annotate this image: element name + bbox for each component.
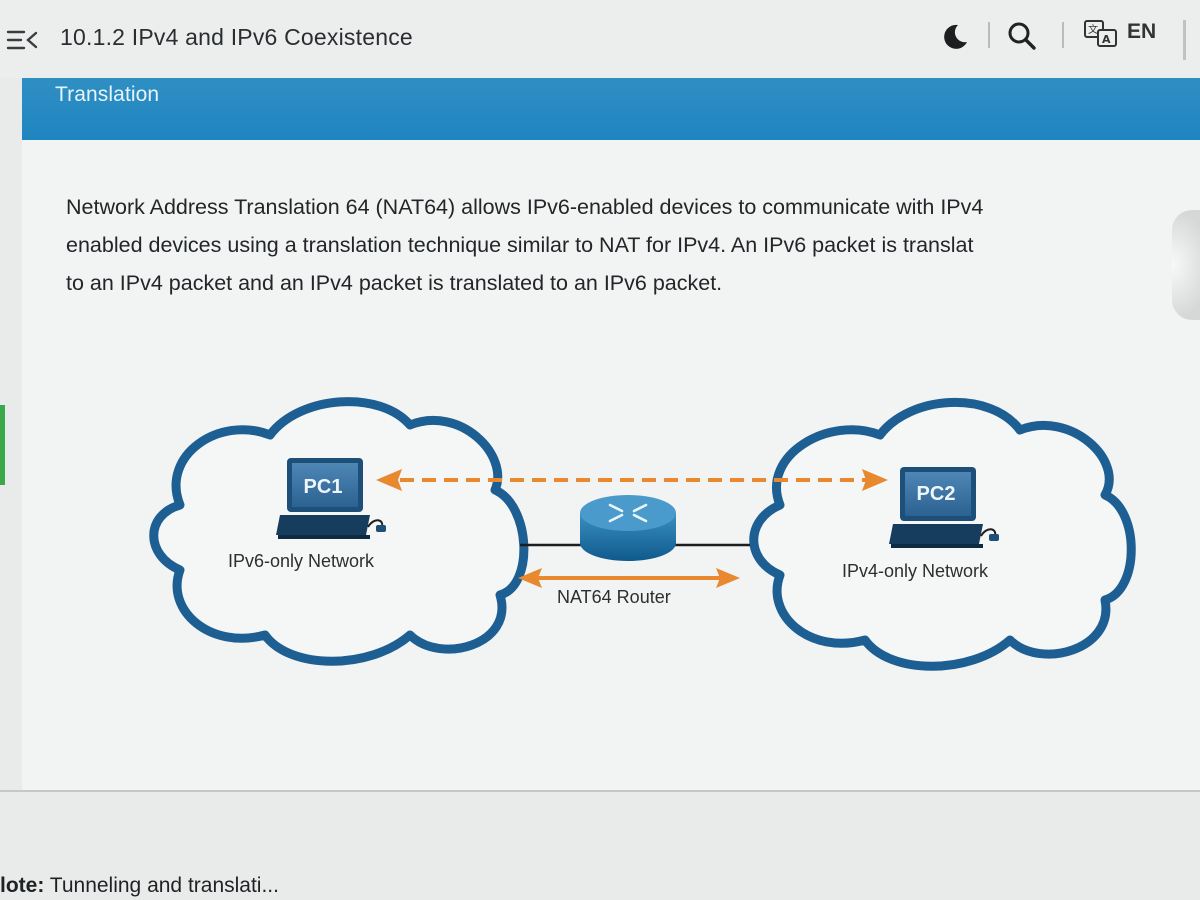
pc-to-pc-arrow — [376, 469, 888, 491]
language-selector[interactable]: EN — [1127, 20, 1157, 43]
toolbar-separator — [988, 22, 990, 48]
svg-text:文: 文 — [1088, 23, 1098, 36]
moon-icon[interactable] — [940, 22, 970, 52]
course-title: 10.1.2 IPv4 and IPv6 Coexistence — [60, 24, 413, 50]
screen-glare — [1172, 210, 1200, 320]
translate-icon[interactable]: 文 A — [1083, 18, 1119, 50]
section-divider — [0, 790, 1200, 792]
note-prefix: lote: — [0, 874, 45, 897]
paragraph-line: Network Address Translation 64 (NAT64) a… — [66, 195, 984, 219]
section-header — [22, 78, 1200, 140]
scroll-edge — [1183, 20, 1186, 60]
svg-text:A: A — [1102, 33, 1111, 46]
ipv4-network-label: IPv4-only Network — [842, 561, 989, 581]
menu-collapse-icon[interactable] — [6, 28, 40, 52]
pc1-icon — [276, 458, 386, 539]
ipv6-network-label: IPv6-only Network — [228, 551, 375, 571]
pc1-label: PC1 — [303, 476, 343, 498]
body-paragraph: Network Address Translation 64 (NAT64) a… — [66, 188, 1200, 302]
pc2-icon — [889, 467, 999, 548]
toolbar-separator — [1062, 22, 1064, 48]
nat64-diagram — [149, 397, 1136, 671]
top-bar: 10.1.2 IPv4 and IPv6 Coexistence 文 A EN — [0, 0, 1200, 78]
pc2-label: PC2 — [916, 483, 956, 505]
note-text: Tunneling and translati... — [44, 874, 279, 897]
paragraph-line: to an IPv4 packet and an IPv4 packet is … — [66, 271, 723, 295]
footer-note: lote: Tunneling and translati... — [0, 874, 279, 898]
router-label: NAT64 Router — [557, 587, 671, 607]
section-title: Translation — [55, 83, 160, 106]
search-icon[interactable] — [1006, 20, 1038, 52]
nat64-arrow — [518, 568, 740, 588]
router-icon — [580, 495, 676, 561]
side-tab — [0, 405, 5, 485]
paragraph-line: enabled devices using a translation tech… — [66, 233, 974, 257]
